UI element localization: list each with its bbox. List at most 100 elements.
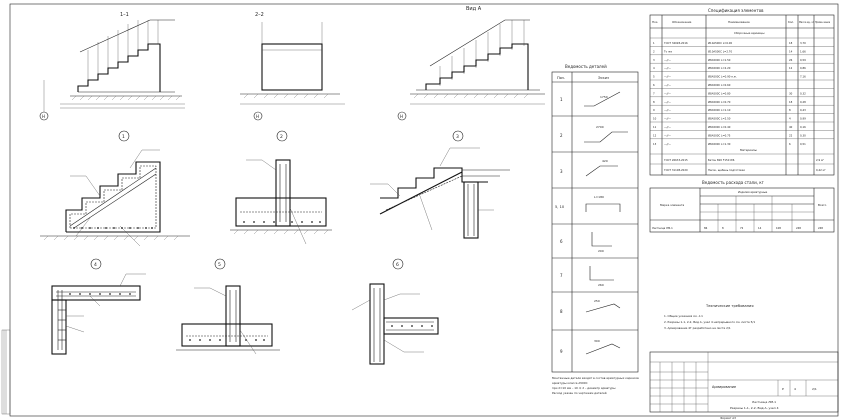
detail-marker-label: 4 (94, 262, 97, 268)
details-row-pos: 9 (560, 349, 563, 354)
spec-material-name: Бетон В20 F150 W6 (708, 158, 735, 162)
steel-value: 86 (704, 226, 708, 230)
spec-cell-mass: 0,43 (800, 108, 806, 112)
spec-cell-pos: 9 (653, 108, 655, 112)
spec-cell-mass: 3,70 (800, 41, 806, 45)
spec-cell-code: —//— (664, 66, 671, 70)
spec-cell-name: Ø8А500С L=1.30 (708, 141, 731, 146)
spec-cell-mass: 0,16 (800, 125, 806, 129)
spec-cell-code: —//— (664, 83, 671, 87)
axis-mark-label: Н (256, 114, 259, 119)
detail-2: 2 (230, 130, 332, 245)
spec-cell-code: —//— (664, 58, 671, 62)
sheet-frame (9, 3, 839, 417)
detail-note-line: арматуры класса А500С (552, 381, 588, 385)
spec-cell-code: —//— (664, 91, 671, 95)
steel-value: 14 (758, 226, 762, 230)
steel-value: 72 (740, 226, 744, 230)
spec-cell-qty: 26 (789, 58, 793, 62)
details-row-pos: 6 (560, 239, 563, 244)
detail-note-line: при d=10 мм – 10 d; d – диаметр арматуры (552, 386, 615, 390)
spec-cell-code: —//— (664, 75, 671, 79)
detail-marker-label: 2 (280, 134, 283, 140)
steel-row-label: Лестница ЛМ-1 (652, 226, 673, 230)
spec-cell-mass: 0,28 (800, 100, 806, 104)
spec-cell-name: Ø10А500С L=2.70 (708, 48, 732, 53)
details-header-sketch: Эскиз (598, 76, 609, 80)
details-row-pos: 2 (560, 133, 563, 138)
spec-cell-code: —//— (664, 108, 671, 112)
spec-cell-name: Ø8А500С L=0.40 (708, 124, 731, 129)
spec-cell-name: Ø8А500С L=0.70 (708, 99, 731, 104)
view-a-title: Вид А (466, 6, 482, 12)
spec-cell-name: Ø10А500С L=6.00 (708, 40, 732, 45)
steel-title: Ведомость расхода стали, кг (702, 180, 764, 185)
detail-marker-label: 5 (218, 262, 221, 268)
steel-value: 8 (722, 226, 724, 230)
spec-cell-mass: 0,99 (800, 117, 806, 121)
detail-5: 5 (176, 258, 280, 355)
spec-cell-code: ГОСТ 34028-2016 (664, 41, 688, 45)
title-name: Армирование (712, 385, 736, 389)
note-line: 3. Армирование 4Г разработано на листе 2… (664, 326, 731, 330)
spec-cell-qty: 12 (789, 66, 793, 70)
specification-table: Спецификация элементов Поз. Обозначение … (649, 8, 835, 176)
details-schedule-title: Ведомость деталей (565, 64, 607, 69)
detail-marker (118, 130, 130, 142)
spec-cell-code: —//— (664, 100, 671, 104)
spec-header-code: Обозначение (672, 20, 692, 24)
spec-cell-mass: 0,86 (800, 66, 806, 70)
axis-mark-label: Н (42, 114, 45, 119)
details-row-dim: 2700 (596, 125, 604, 129)
details-header-pos: Поз. (557, 76, 565, 80)
details-row-dim: 420 (602, 159, 608, 163)
spec-cell-name: Ø8А500С L=0.60 (708, 82, 731, 87)
spec-cell-pos: 7 (653, 91, 655, 95)
spec-cell-pos: 10 (653, 117, 657, 121)
steel-value: 108 (776, 226, 781, 230)
spec-cell-name: Ø8А500С L=0.90 п.м. (708, 74, 737, 79)
axis-marker (397, 111, 407, 121)
spec-header-name: Наименование (728, 20, 750, 24)
spec-cell-qty: 6 (789, 142, 791, 146)
section-1-1: 1–1 Н (39, 12, 185, 121)
title-sections: Разрезы 1-1, 2-2, Вид А, узел 4 (730, 406, 779, 410)
spec-material-code: ГОСТ 31108-2020 (664, 168, 688, 172)
spec-cell-pos: 6 (653, 83, 655, 87)
notes-title: Технические требования (705, 304, 754, 308)
spec-cell-pos: 4 (653, 66, 655, 70)
section-2-2-title: 2–2 (255, 12, 264, 18)
spec-cell-pos: 1 (653, 41, 655, 45)
spec-cell-name: Ø8А500С L=1.10 (708, 107, 731, 112)
detail-6: 6 (351, 258, 439, 365)
section-2-2: 2–2 Н (240, 12, 345, 121)
spec-cell-pos: 13 (653, 142, 657, 146)
steel-header-products: Изделия арматурные (738, 190, 768, 194)
detail-note-line: Монтажные детали входят в состав арматур… (552, 376, 639, 380)
spec-cell-pos: 2 (653, 49, 655, 53)
details-row-dim: L=180 (594, 195, 604, 199)
spec-section-materials: Материалы (740, 148, 757, 152)
spec-material-name: Песок, щебень подготовки (708, 168, 745, 172)
detail-4: 4 (51, 258, 146, 355)
note-line: 2. Разрезы 1-1, 2-2, Вид А, узел 4 непре… (664, 320, 755, 324)
steel-header-total: Всего (818, 203, 827, 207)
view-a: Вид А Н (397, 6, 545, 121)
detail-marker (276, 130, 288, 142)
spec-header-qty: Кол. (788, 20, 794, 24)
details-row-pos: 7 (560, 273, 563, 278)
spec-material-code: ГОСТ 26633-2015 (664, 158, 688, 162)
spec-cell-code: То же (664, 49, 672, 53)
spec-cell-mass: 1,66 (800, 49, 806, 53)
spec-header-note: Приме-чание (815, 21, 831, 24)
details-row-pos: 5, 10 (555, 205, 565, 209)
spec-cell-code: —//— (664, 117, 671, 121)
spec-cell-qty: 30 (789, 91, 793, 95)
title-sheet: 2/1 (812, 387, 817, 391)
details-row-pos: 3 (560, 169, 563, 174)
details-row-pos: 8 (560, 309, 563, 314)
spec-cell-mass: 7,16 (800, 75, 806, 79)
spec-cell-code: —//— (664, 142, 671, 146)
spec-cell-name: Ø8А500С L=0.80 (708, 90, 731, 95)
